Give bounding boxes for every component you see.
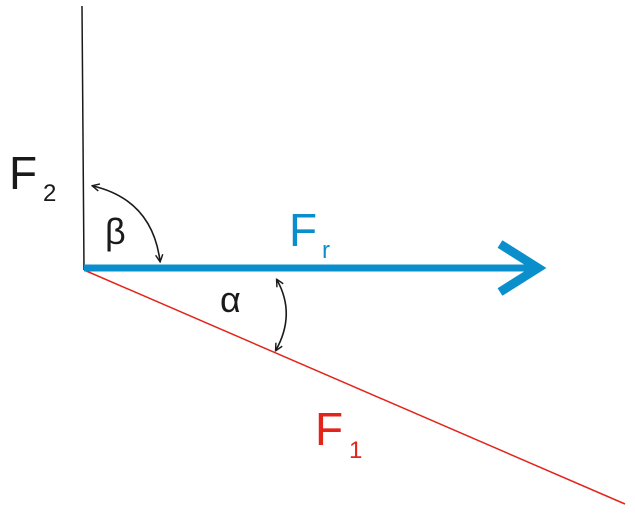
f1-label-subscript: 1 <box>349 437 362 464</box>
f2-label-main: F <box>9 147 37 199</box>
f2-force-line <box>81 5 85 271</box>
fr-arrowhead <box>497 240 547 296</box>
f2-label-subscript: 2 <box>43 180 56 207</box>
beta-angle-arc <box>93 186 160 261</box>
fr-label-subscript: r <box>322 237 330 264</box>
f1-label: F <box>315 403 343 455</box>
fr-label: F <box>289 204 317 256</box>
f2-label: F <box>9 147 37 199</box>
f1-force-line <box>83 269 626 505</box>
beta-label: β <box>105 211 126 252</box>
alpha-label: α <box>220 279 241 320</box>
alpha-angle-arc <box>276 280 287 350</box>
